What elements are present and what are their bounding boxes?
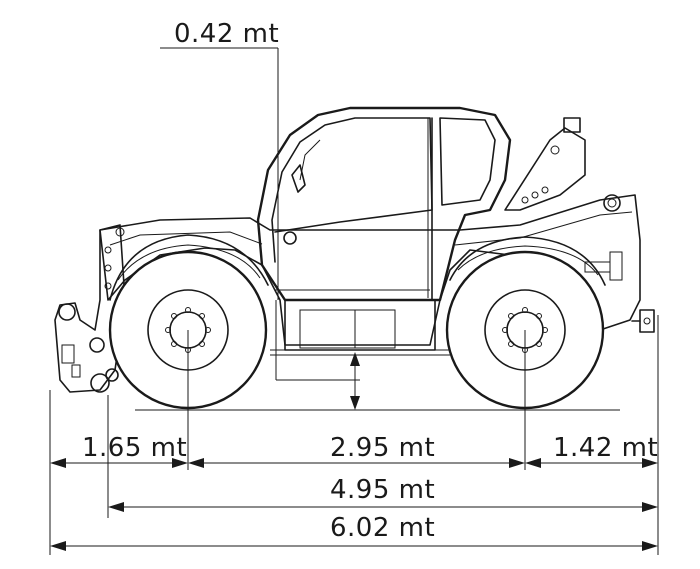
rear-hitch bbox=[631, 309, 655, 333]
dimension-row-1: 1.65 mt 2.95 mt 1.42 mt bbox=[50, 433, 658, 468]
operator-cab bbox=[256, 106, 512, 302]
extension-lines bbox=[49, 315, 659, 555]
length-without-forks-label: 4.95 mt bbox=[330, 475, 435, 505]
dimension-row-2: 4.95 mt bbox=[108, 475, 658, 512]
front-wheel bbox=[108, 234, 269, 410]
cab-offset-label: 0.42 mt bbox=[174, 19, 279, 49]
rear-wheel bbox=[445, 236, 606, 410]
wheelbase-label: 2.95 mt bbox=[330, 433, 435, 463]
boom-hinge bbox=[504, 117, 586, 211]
cab-offset-dimension: 0.42 mt bbox=[160, 19, 279, 300]
overall-length-label: 6.02 mt bbox=[330, 513, 435, 543]
telehandler-chassis bbox=[99, 194, 641, 356]
front-overhang-label: 1.65 mt bbox=[82, 433, 187, 463]
rear-overhang-label: 1.42 mt bbox=[553, 433, 658, 463]
ground-clearance-indicator bbox=[275, 300, 360, 410]
dimension-row-3: 6.02 mt bbox=[50, 513, 658, 551]
